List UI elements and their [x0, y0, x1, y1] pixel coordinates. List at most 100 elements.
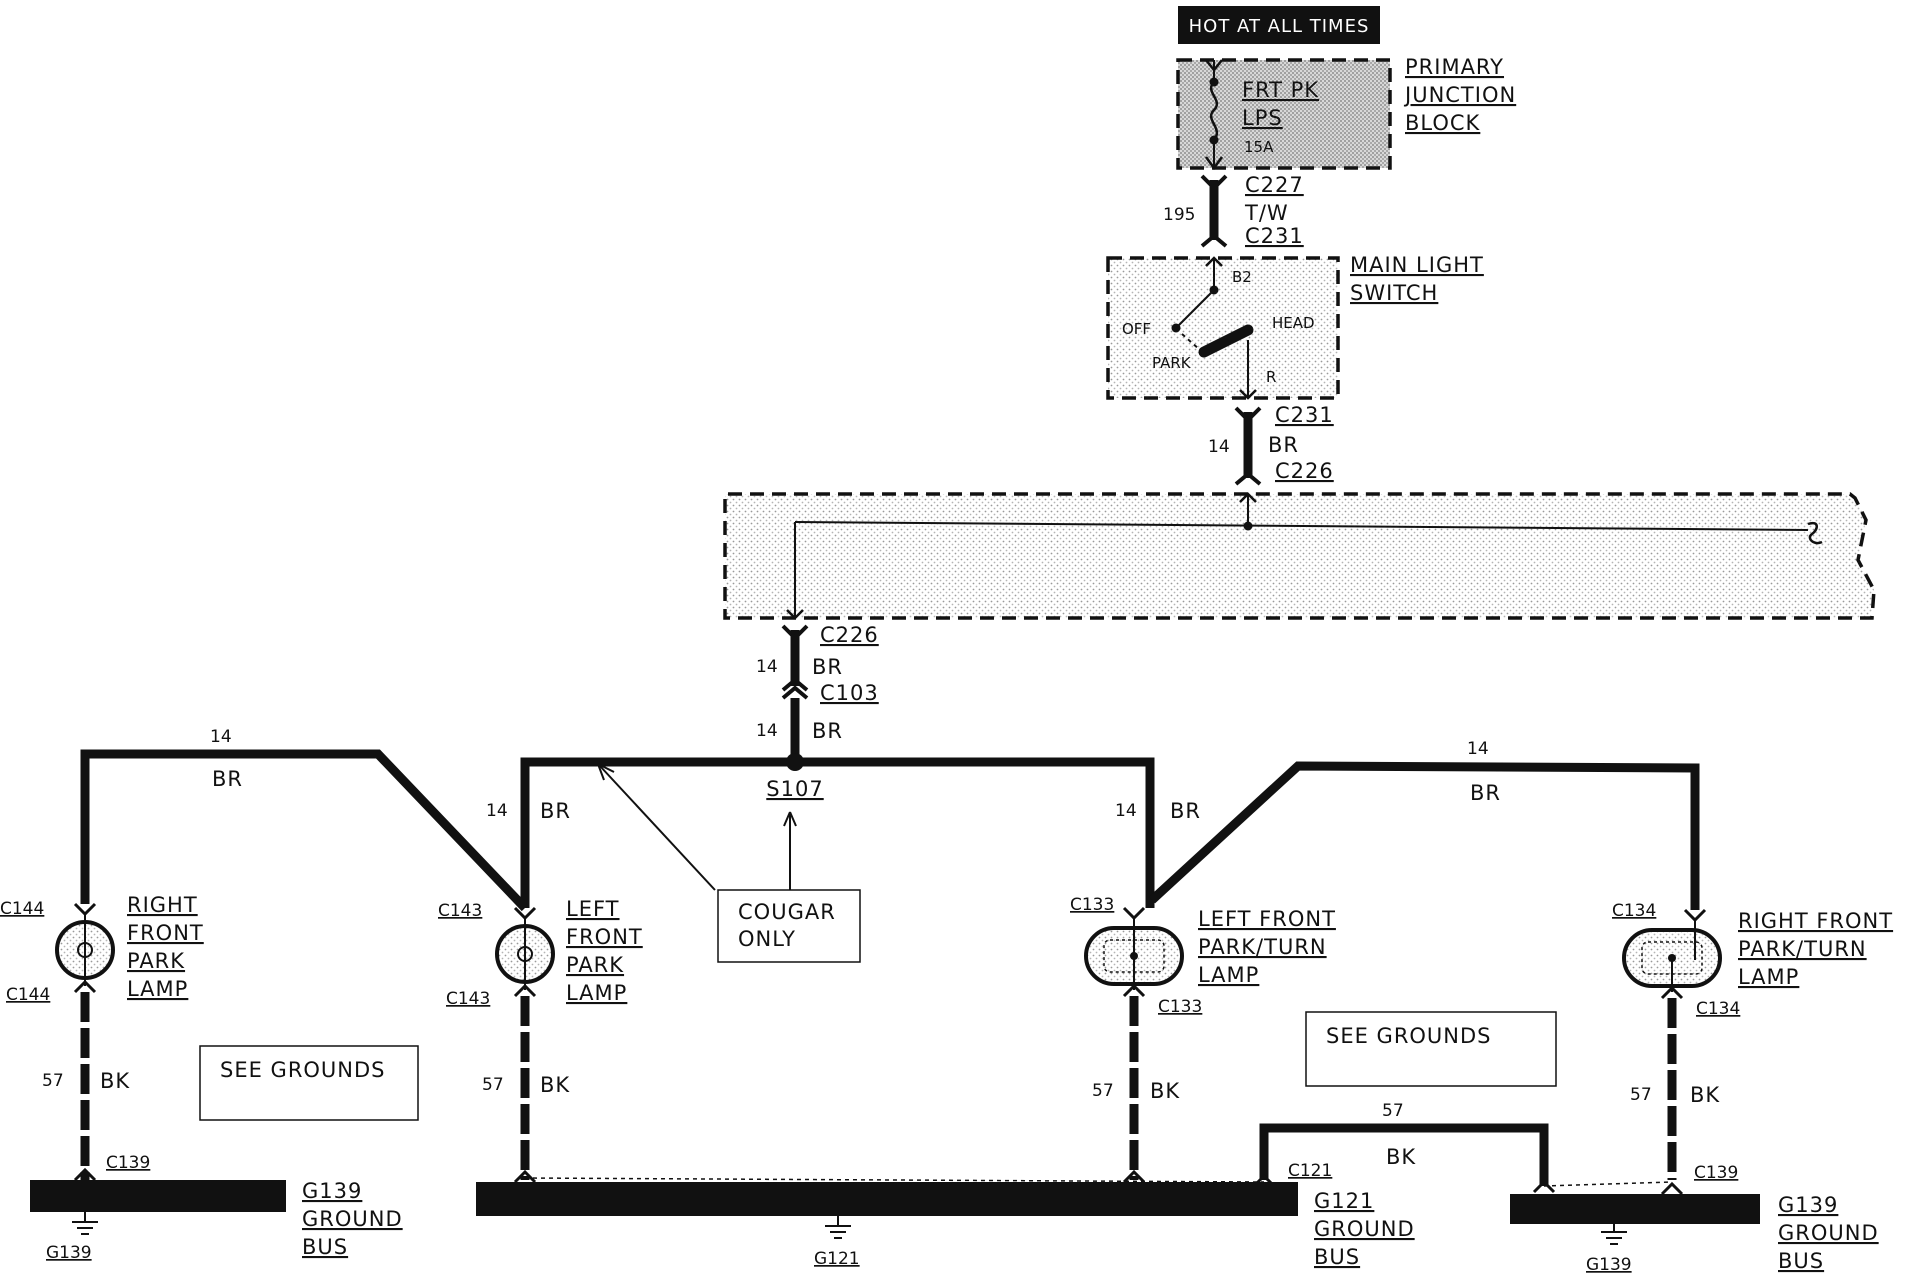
main-switch-name-line2: SWITCH — [1350, 281, 1438, 305]
drop-wire — [781, 624, 809, 762]
left-front-park-lamp — [495, 906, 555, 1180]
lamp1-name-line4: LAMP — [127, 977, 188, 1001]
lamp3-name-line2: PARK/TURN — [1198, 935, 1327, 959]
ground-point-g121: G121 — [814, 1249, 860, 1269]
lamp3-ground-circuit: 57 — [1092, 1081, 1114, 1101]
far-right-branch-color: BR — [1470, 781, 1501, 805]
feed-wire-195 — [1200, 174, 1228, 248]
right-bus-name-line2: GROUND — [1778, 1221, 1879, 1245]
right-branch-color: BR — [1170, 799, 1201, 823]
far-left-branch-color: BR — [212, 767, 243, 791]
splice-s107: S107 — [766, 753, 823, 801]
feed-wire-circuit: 195 — [1163, 205, 1195, 225]
lamp4-name-line1: RIGHT FRONT — [1738, 909, 1893, 933]
lamp4-ground-circuit: 57 — [1630, 1085, 1652, 1105]
ground-symbol-icon — [1601, 1224, 1627, 1245]
main-switch-name-line1: MAIN LIGHT — [1350, 253, 1484, 277]
connector-c139-left: C139 — [106, 1153, 150, 1173]
ground-link-color: BK — [1386, 1145, 1416, 1169]
lamp1-ground-circuit: 57 — [42, 1071, 64, 1091]
svg-text:COUGAR: COUGAR — [738, 900, 836, 924]
lamp1-ground-color: BK — [100, 1069, 130, 1093]
g139-ground-bus-left — [30, 1167, 286, 1235]
ground-point-g139-left: G139 — [46, 1243, 92, 1263]
connector-c133-bottom: C133 — [1158, 997, 1202, 1017]
switch-position-off: OFF — [1122, 320, 1151, 338]
connector-c231-bottom: C231 — [1275, 403, 1334, 427]
lamp2-ground-circuit: 57 — [482, 1075, 504, 1095]
connector-c143-bottom: C143 — [446, 989, 490, 1009]
junction-block-name-line3: BLOCK — [1405, 111, 1481, 135]
far-left-branch-circuit: 14 — [210, 727, 232, 747]
svg-text:SEE GROUNDS: SEE GROUNDS — [220, 1058, 386, 1082]
switch-output-circuit: 14 — [1208, 437, 1230, 457]
harness-section — [723, 492, 1876, 620]
ground-symbol-icon — [72, 1212, 98, 1235]
lamp4-name-line3: LAMP — [1738, 965, 1799, 989]
lamp2-ground-color: BK — [540, 1073, 570, 1097]
connector-c134-top: C134 — [1612, 901, 1656, 921]
primary-junction-block: FRT PK LPS 15A — [1176, 58, 1392, 171]
junction-block-name-line1: PRIMARY — [1405, 55, 1504, 79]
lamp1-name-line1: RIGHT — [127, 893, 198, 917]
connector-c143-top: C143 — [438, 901, 482, 921]
left-bus-name-line1: G139 — [302, 1179, 362, 1203]
junction-block-name-line2: JUNCTION — [1403, 83, 1516, 107]
feed-wire-color: T/W — [1244, 201, 1289, 225]
connector-c227: C227 — [1245, 173, 1304, 197]
left-bus-name-line3: BUS — [302, 1235, 348, 1259]
br-distribution-wires — [80, 749, 1700, 912]
switch-output-wire — [1234, 406, 1262, 486]
drop-wire-color-b: BR — [812, 719, 843, 743]
fuse-name-line1: FRT PK — [1242, 78, 1319, 102]
lamp3-name-line3: LAMP — [1198, 963, 1259, 987]
ground-point-g139-right: G139 — [1586, 1255, 1632, 1275]
right-bus-name-line1: G139 — [1778, 1193, 1838, 1217]
fuse-name-line2: LPS — [1242, 106, 1283, 130]
connector-c134-bottom: C134 — [1696, 999, 1740, 1019]
left-branch-color: BR — [540, 799, 571, 823]
connector-c133-top: C133 — [1070, 895, 1114, 915]
lamp2-name-line3: PARK — [566, 953, 624, 977]
far-right-branch-circuit: 14 — [1467, 739, 1489, 759]
drop-wire-color-a: BR — [812, 655, 843, 679]
lamp3-name-line1: LEFT FRONT — [1198, 907, 1336, 931]
left-bus-name-line2: GROUND — [302, 1207, 403, 1231]
drop-wire-circuit-b: 14 — [756, 721, 778, 741]
left-front-park-turn-lamp — [1084, 906, 1184, 1180]
drop-wire-circuit-a: 14 — [756, 657, 778, 677]
svg-text:SEE GROUNDS: SEE GROUNDS — [1326, 1024, 1492, 1048]
right-front-park-turn-lamp — [1622, 908, 1722, 1180]
connector-c121: C121 — [1288, 1161, 1332, 1181]
lamp2-name-line4: LAMP — [566, 981, 627, 1005]
switch-pin-b2: B2 — [1232, 268, 1252, 286]
ground-link-circuit: 57 — [1382, 1101, 1404, 1121]
see-grounds-note-left: SEE GROUNDS — [199, 1045, 419, 1121]
ground-link-wire — [524, 1123, 1673, 1194]
lamp1-name-line2: FRONT — [127, 921, 204, 945]
left-branch-circuit: 14 — [486, 801, 508, 821]
lamp3-ground-color: BK — [1150, 1079, 1180, 1103]
connector-c144-top: C144 — [0, 899, 44, 919]
fuse-rating: 15A — [1244, 138, 1274, 156]
lamp1-name-line3: PARK — [127, 949, 185, 973]
switch-output-color: BR — [1268, 433, 1299, 457]
center-bus-name-line1: G121 — [1314, 1189, 1374, 1213]
hot-at-all-times-label: HOT AT ALL TIMES — [1178, 6, 1380, 44]
lamp2-name-line1: LEFT — [566, 897, 620, 921]
lamp4-ground-color: BK — [1690, 1083, 1720, 1107]
right-front-park-lamp — [55, 902, 115, 1180]
connector-c226-bottom: C226 — [820, 623, 879, 647]
switch-pin-r: R — [1266, 368, 1276, 386]
connector-c103: C103 — [820, 681, 879, 705]
g139-ground-bus-right — [1510, 1181, 1760, 1245]
fuse-icon — [1204, 59, 1224, 171]
connector-c231-top: C231 — [1245, 224, 1304, 248]
lamp4-name-line2: PARK/TURN — [1738, 937, 1867, 961]
center-bus-name-line2: GROUND — [1314, 1217, 1415, 1241]
ground-symbol-icon — [825, 1216, 851, 1239]
right-bus-name-line3: BUS — [1778, 1249, 1824, 1273]
cougar-only-note: COUGAR ONLY — [597, 763, 861, 963]
svg-text:HOT AT ALL TIMES: HOT AT ALL TIMES — [1189, 16, 1370, 37]
